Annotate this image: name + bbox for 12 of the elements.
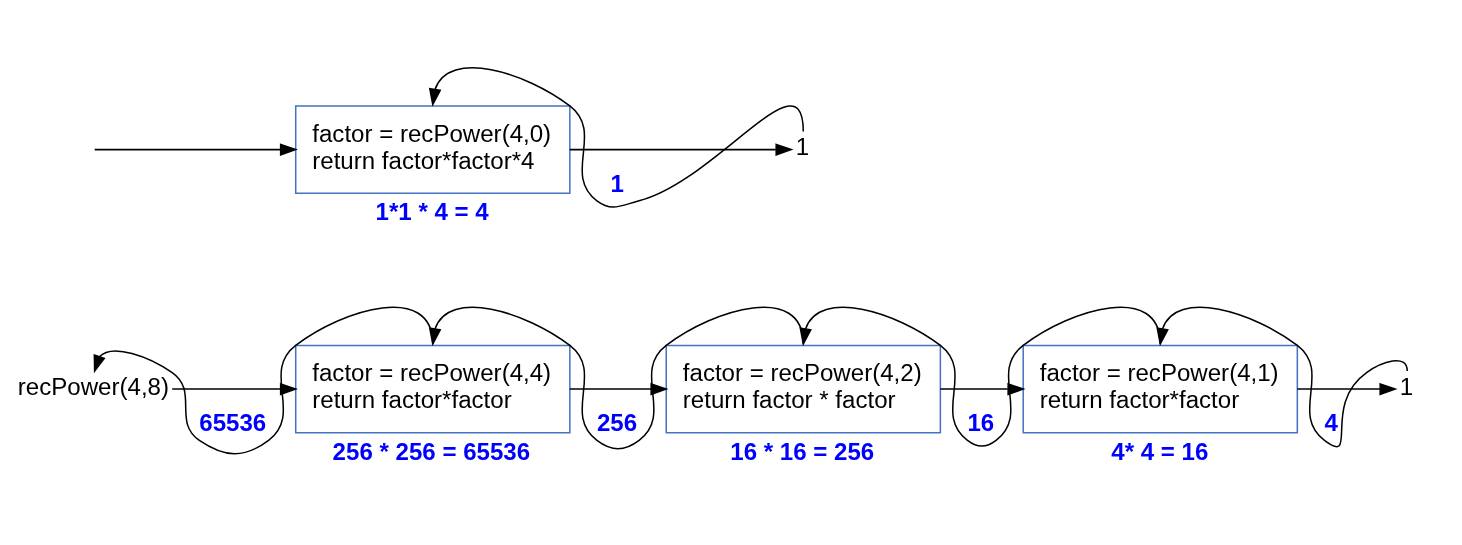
node-text: recPower(4,8) <box>17 372 170 400</box>
edge-label: 4 <box>1324 408 1338 436</box>
node-label: 16 * 16 = 256 <box>730 437 875 465</box>
edge-label: 65536 <box>199 408 267 436</box>
node-text: 1 <box>795 133 810 161</box>
node-label: 256 * 256 = 65536 <box>332 437 531 465</box>
node-label: 4* 4 = 16 <box>1111 437 1209 465</box>
edge-label: 1 <box>610 169 624 197</box>
node-label: 1*1 * 4 = 4 <box>375 198 489 226</box>
node-text: 1 <box>1399 372 1414 400</box>
edge-label: 16 <box>967 408 995 436</box>
edge-label: 256 <box>596 408 638 436</box>
